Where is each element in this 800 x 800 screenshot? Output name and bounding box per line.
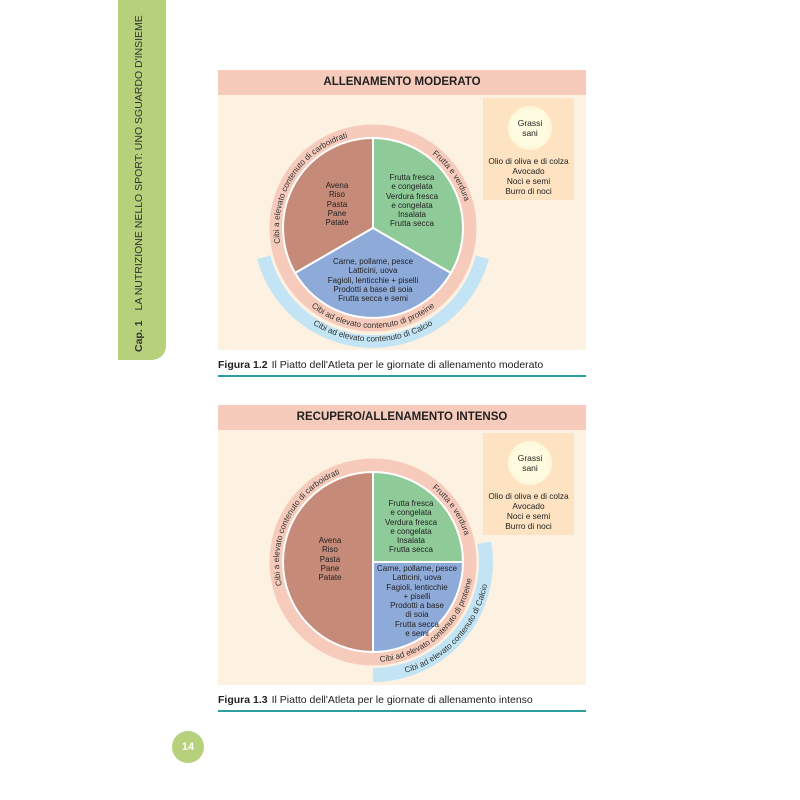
calcium-band	[257, 255, 489, 348]
food-item: e semi	[405, 629, 429, 639]
protein-sector	[293, 226, 453, 319]
caption-text: Il Piatto dell'Atleta per le giornate di…	[271, 359, 544, 371]
food-item: Verdura fresca	[385, 191, 439, 201]
food-item: Frutta fresca	[389, 173, 435, 182]
protein-sector	[372, 561, 465, 654]
food-item: Frutta secca	[388, 545, 433, 555]
fruit-sector	[372, 470, 465, 563]
food-item: Carne, pollame, pesce	[332, 257, 414, 266]
food-item: Avocado	[512, 166, 545, 176]
food-item: Noci e semi	[506, 176, 551, 186]
athlete-plate-intense: Cibi a elevato contenuto di carboidrati …	[269, 458, 493, 682]
plate-ring	[269, 458, 477, 666]
food-item: Frutta secca e semi	[338, 294, 408, 304]
fruit-sector	[372, 136, 464, 275]
chapter-tab	[118, 0, 166, 360]
chapter-label: Cap. 1	[133, 320, 145, 352]
food-item: Burro di noci	[505, 186, 552, 196]
food-item: e congelata	[390, 526, 432, 536]
food-item: Frutta secca	[394, 619, 440, 629]
food-item: Verdura fresca	[384, 517, 438, 527]
food-item: di soia	[405, 610, 429, 620]
food-item: Pane	[327, 208, 347, 218]
food-item: Burro di noci	[505, 521, 552, 531]
food-item: Patate	[318, 573, 342, 583]
food-item: e congelata	[391, 200, 433, 210]
food-item: e congelata	[390, 508, 432, 518]
food-item: Fagioli, lenticchie + piselli	[327, 275, 419, 285]
food-item: Latticini, uova	[392, 573, 442, 583]
food-item: Riso	[328, 190, 346, 200]
caption-text: Il Piatto dell'Atleta per le giornate di…	[271, 694, 533, 706]
food-item: Riso	[321, 545, 339, 555]
food-item: Prodotti a base	[390, 601, 444, 611]
food-item: Avena	[318, 536, 342, 545]
figure-moderate-training: ALLENAMENTO MODERATO Cibi a elevato cont…	[218, 70, 586, 350]
calcium-band	[373, 541, 493, 682]
healthy-fats-title: Grassi	[517, 118, 543, 128]
food-item: Pasta	[326, 199, 348, 209]
healthy-fats-title: sani	[522, 463, 538, 473]
food-item: Noci e semi	[506, 511, 551, 521]
food-item: Insalata	[397, 210, 427, 220]
caption-label: Figura 1.3	[218, 694, 268, 706]
chapter-title: LA NUTRIZIONE NELLO SPORT: UNO SGUARDO D…	[133, 15, 145, 311]
chapter-running-head: Cap. 1 LA NUTRIZIONE NELLO SPORT: UNO SGU…	[133, 15, 145, 352]
caption-label: Figura 1.2	[218, 359, 268, 371]
carbs-sector	[282, 136, 374, 275]
food-item: Prodotti a base di soia	[333, 284, 413, 294]
food-item: Latticini, uova	[348, 266, 398, 276]
figure-title: ALLENAMENTO MODERATO	[218, 70, 586, 95]
caption-rule	[218, 375, 586, 377]
caption-rule	[218, 710, 586, 712]
page-number: 14	[172, 731, 204, 763]
food-item: Patate	[325, 218, 349, 228]
food-item: Pane	[320, 563, 340, 573]
food-item: + piselli	[403, 591, 431, 601]
food-item: Avena	[325, 181, 349, 190]
food-item: Fagioli, lenticchie	[386, 582, 448, 592]
athlete-plate-moderate: Cibi a elevato contenuto di carboidrati …	[257, 124, 489, 348]
food-item: Avocado	[512, 501, 545, 511]
food-item: Carne, pollame, pesce	[376, 564, 458, 573]
food-item: Olio di oliva e di colza	[488, 156, 569, 166]
food-item: e congelata	[391, 182, 433, 192]
carbs-sector	[282, 470, 374, 654]
figure-title: RECUPERO/ALLENAMENTO INTENSO	[218, 405, 586, 430]
food-item: Pasta	[319, 554, 341, 564]
food-item: Frutta fresca	[388, 499, 434, 508]
healthy-fats-title: Grassi	[517, 453, 543, 463]
healthy-fats-title: sani	[522, 128, 538, 138]
food-item: Insalata	[396, 536, 426, 546]
food-item: Olio di oliva e di colza	[488, 491, 569, 501]
food-item: Frutta secca	[389, 219, 434, 229]
figure-intense-training: RECUPERO/ALLENAMENTO INTENSO Cibi a elev…	[218, 405, 586, 685]
plate-ring	[269, 124, 477, 332]
